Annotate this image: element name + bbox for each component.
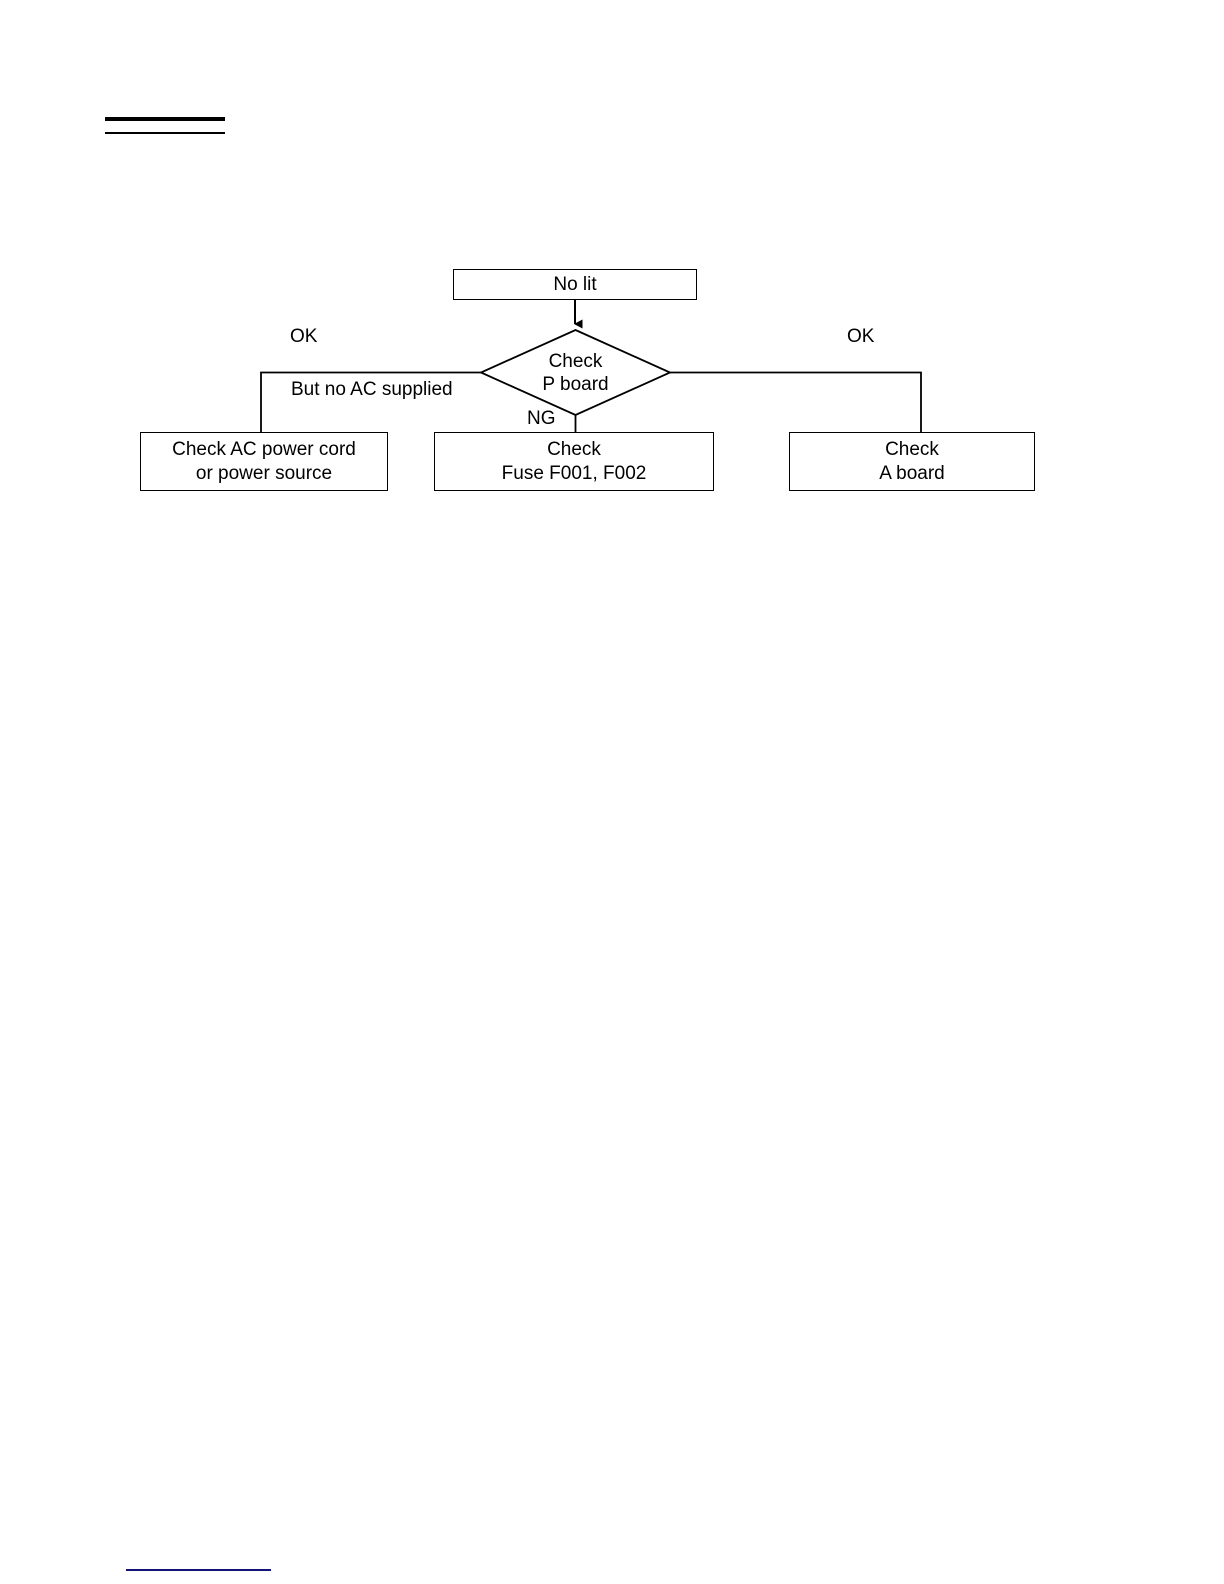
node-check-ac-power-cord-line1: Check AC power cord: [172, 439, 356, 461]
node-check-a-board-line1: Check: [885, 439, 939, 461]
edge-label-ok-right: OK: [847, 326, 875, 347]
header-rule-thin: [105, 132, 225, 134]
edge-label-ng: NG: [527, 408, 556, 429]
flowchart-diagram: No lit Check P board Check AC power cord…: [0, 0, 1224, 560]
footer-rule: [126, 1569, 271, 1571]
node-no-lit[interactable]: No lit: [453, 269, 697, 300]
node-no-lit-label: No lit: [553, 273, 597, 295]
node-check-a-board[interactable]: Check A board: [789, 432, 1035, 491]
node-check-fuse-line2: Fuse F001, F002: [501, 462, 647, 484]
node-check-a-board-line2: A board: [879, 462, 945, 484]
node-check-ac-power-cord[interactable]: Check AC power cord or power source: [140, 432, 388, 491]
edge-decision-to-right-outcome: [670, 371, 922, 432]
node-check-ac-power-cord-line2: or power source: [195, 462, 333, 484]
edge-label-but-no-ac-supplied: But no AC supplied: [291, 379, 453, 400]
header-rule-thick: [105, 117, 225, 121]
decision-diamond-shape: [478, 329, 673, 416]
flowchart-connectors: [260, 300, 922, 432]
edge-label-ok-left: OK: [290, 326, 318, 347]
edge-decision-to-left-outcome: [260, 371, 481, 432]
node-check-fuse[interactable]: Check Fuse F001, F002: [434, 432, 714, 491]
node-check-fuse-line1: Check: [547, 439, 601, 461]
